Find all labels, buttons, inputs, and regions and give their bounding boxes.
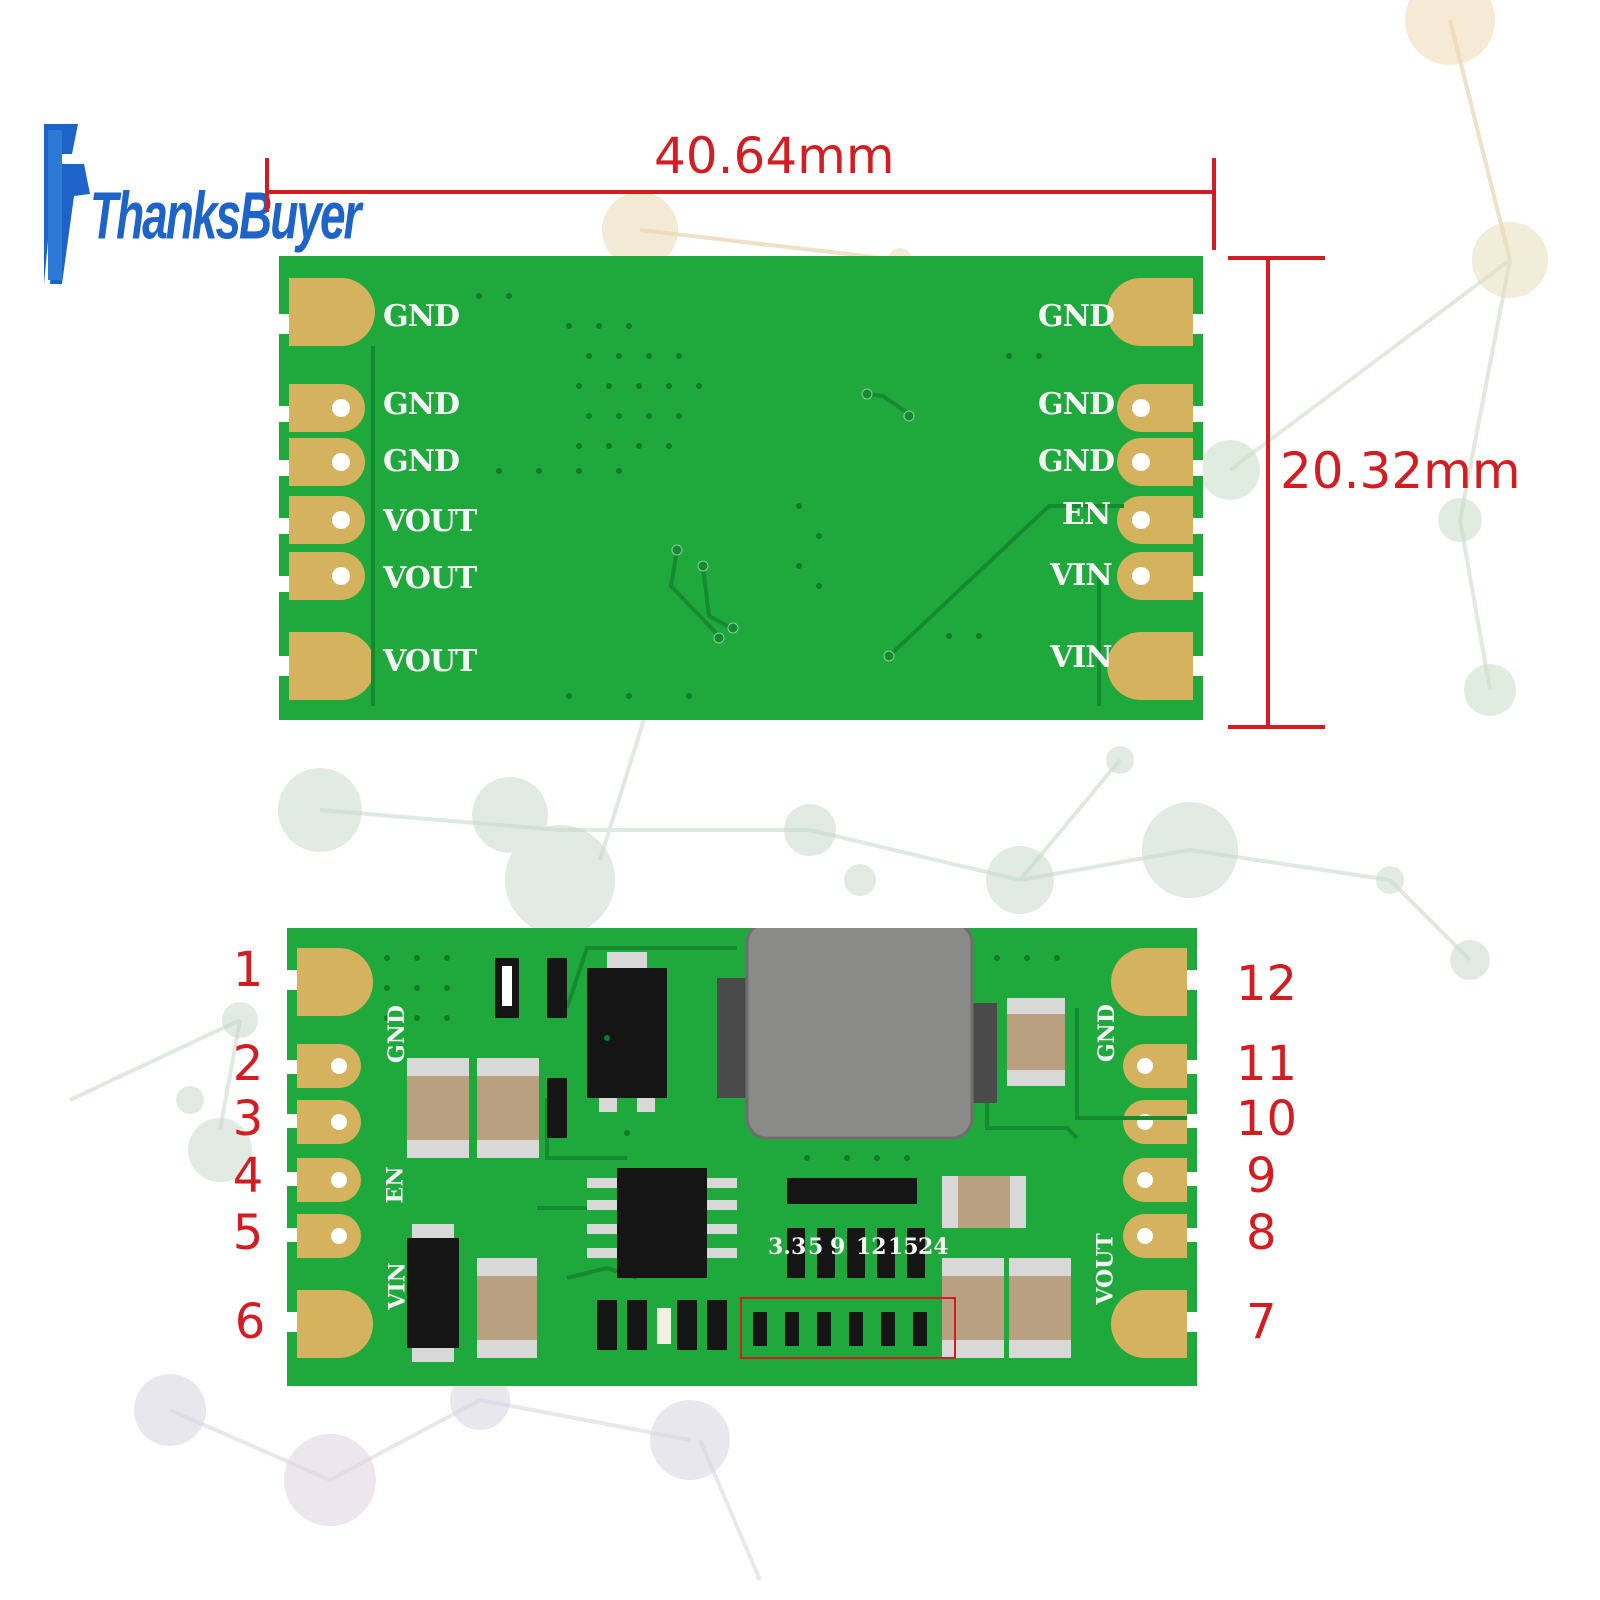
top-left-pin-label: GND [383, 299, 460, 334]
height-dimension-label: 20.32mm [1280, 442, 1521, 500]
pin-number-left: 2 [232, 1036, 264, 1092]
top-left-pin-label: VOUT [383, 561, 477, 596]
top-right-pin-label: VIN [1050, 558, 1113, 593]
width-dimension-label: 40.64mm [654, 127, 895, 185]
top-right-pin-label: GND [1038, 444, 1115, 479]
voltage-select-label: 12 [856, 1234, 887, 1260]
top-right-pin-label: EN [1062, 497, 1111, 532]
pin-number-left: 1 [232, 942, 264, 998]
voltage-select-label: 15 [888, 1234, 919, 1260]
voltage-select-label: 3.3 [768, 1234, 807, 1260]
pin-number-left: 5 [232, 1205, 264, 1261]
pin-number-left: 4 [232, 1148, 264, 1204]
pin-number-left: 3 [232, 1091, 264, 1147]
brand-logo-mark [44, 124, 90, 284]
pin-number-right: 7 [1246, 1294, 1277, 1350]
top-pcb-board [279, 256, 1203, 720]
top-right-pin-label: VIN [1050, 640, 1113, 675]
pin-number-right: 10 [1236, 1091, 1298, 1147]
top-left-pin-label: GND [383, 387, 460, 422]
bottom-silk-gnd-right: GND [1093, 1004, 1120, 1062]
bottom-silk-en: EN [382, 1166, 409, 1204]
voltage-select-label: 9 [830, 1234, 846, 1260]
pin-number-right: 8 [1246, 1205, 1277, 1261]
top-left-pin-label: GND [383, 444, 460, 479]
pin-number-right: 12 [1236, 956, 1298, 1012]
pin-number-right: 9 [1246, 1148, 1277, 1204]
voltage-select-label: 24 [918, 1234, 949, 1260]
bottom-silk-gnd-left: GND [383, 1005, 410, 1063]
top-left-pin-label: VOUT [383, 644, 477, 679]
pin-number-left: 6 [234, 1294, 266, 1350]
dimension-lines [265, 158, 1325, 729]
top-right-pin-label: GND [1038, 299, 1115, 334]
pin-number-right: 11 [1236, 1036, 1298, 1092]
top-right-pin-label: GND [1038, 387, 1115, 422]
voltage-select-label: 5 [808, 1234, 824, 1260]
bottom-silk-vin: VIN [384, 1262, 411, 1310]
bottom-silk-vout: VOUT [1092, 1233, 1119, 1305]
bottom-pcb-board [287, 928, 1197, 1386]
top-left-pin-label: VOUT [383, 504, 477, 539]
